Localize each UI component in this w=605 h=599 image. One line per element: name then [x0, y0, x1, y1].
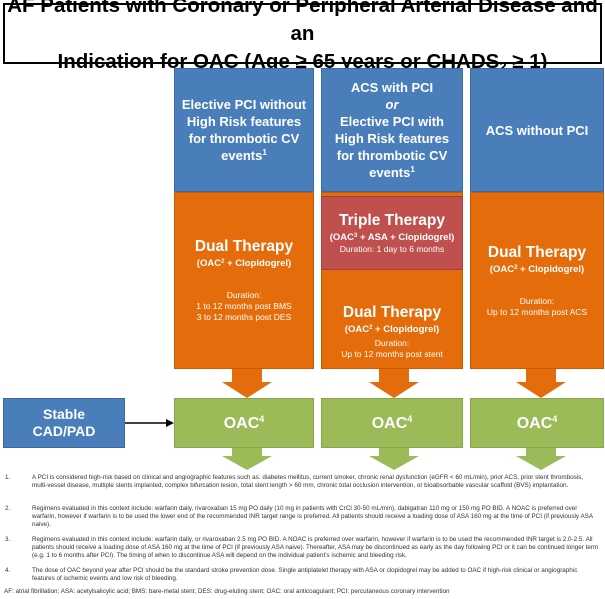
oac-box-col2: OAC4 [321, 398, 463, 448]
arrow-col3-oac-down [516, 448, 566, 470]
abbreviations-line: AF: atrial fibrillation; ASA: acetylsali… [4, 588, 450, 595]
header-elective-pci-without-high-risk: Elective PCI without High Risk features … [174, 68, 314, 192]
arrow-col2-oac-down [369, 448, 419, 470]
arrow-col1-oac-down [222, 448, 272, 470]
arrow-col3-to-oac [516, 368, 566, 398]
oac-box-col1: OAC4 [174, 398, 314, 448]
header-acs-with-pci-or-elective-high-risk: ACS with PCI or Elective PCI with High R… [321, 68, 463, 192]
arrow-col2-to-oac [369, 368, 419, 398]
triple-therapy-box: Triple Therapy (OAC3 + ASA + Clopidogrel… [321, 196, 463, 270]
stable-cad-pad-box: Stable CAD/PAD [3, 398, 125, 448]
diagram-title: AF Patients with Coronary or Peripheral … [3, 0, 602, 73]
dual-therapy-col1: Dual Therapy (OAC2 + Clopidogrel) Durati… [174, 192, 314, 369]
header-acs-without-pci: ACS without PCI [470, 68, 604, 192]
oac-box-col3: OAC4 [470, 398, 604, 448]
dual-therapy-col3: Dual Therapy (OAC2 + Clopidogrel) Durati… [470, 192, 604, 369]
arrow-col1-to-oac [222, 368, 272, 398]
title-line-2: Indication for OAC (Age ≥ 65 years or CH… [57, 49, 548, 74]
title-line-1: AF Patients with Coronary or Peripheral … [7, 0, 598, 45]
